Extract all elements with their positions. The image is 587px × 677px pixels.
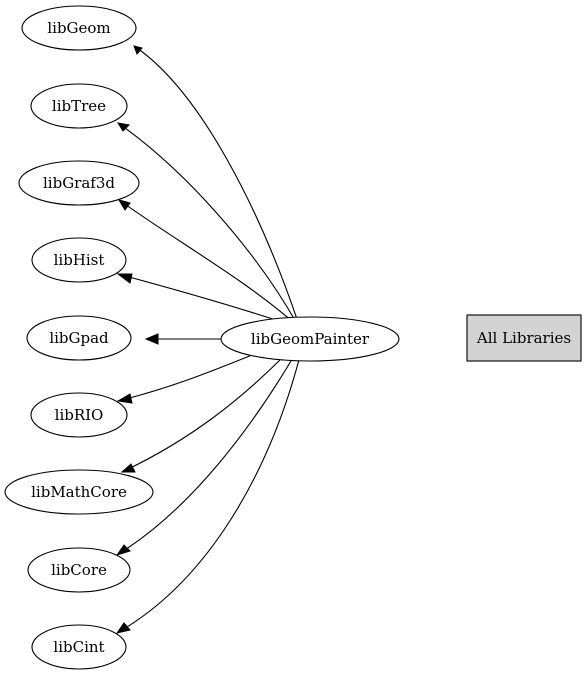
node-libGeom-label: libGeom: [47, 19, 110, 37]
edge-libTree-arrow: [116, 122, 131, 132]
node-libRIO-ellipse: [30, 392, 128, 438]
edge-libCore: [116, 355, 295, 556]
node-libCint[interactable]: libCint: [31, 624, 127, 670]
edge-libGraf3d: [118, 199, 294, 323]
edge-libRIO: [117, 354, 253, 402]
edge-libCint-arrow: [115, 622, 131, 634]
node-libMathCore-ellipse: [4, 469, 154, 515]
node-libHist-ellipse: [31, 237, 127, 283]
edge-libGpad-arrow: [144, 333, 159, 345]
node-libTree-ellipse: [30, 83, 128, 129]
node-libGeom[interactable]: libGeom: [21, 5, 137, 51]
node-libGpad[interactable]: libGpad: [26, 315, 132, 361]
node-libRIO[interactable]: libRIO: [30, 392, 128, 438]
edge-libCint: [116, 355, 301, 634]
node-libMathCore[interactable]: libMathCore: [4, 469, 154, 515]
node-libHist[interactable]: libHist: [31, 237, 127, 283]
all-libraries-label: All Libraries: [476, 329, 571, 347]
node-libGraf3d-label: libGraf3d: [43, 174, 115, 192]
edge-libGeom: [133, 45, 299, 323]
edge-libMathCore-arrow: [120, 463, 136, 473]
edge-libCore-arrow: [115, 544, 131, 556]
edge-libGraf3d-arrow: [117, 199, 131, 211]
node-libMathCore-label: libMathCore: [31, 483, 127, 501]
node-libCint-label: libCint: [53, 638, 104, 656]
node-libGeomPainter-ellipse: [220, 316, 400, 362]
node-libGraf3d[interactable]: libGraf3d: [18, 160, 140, 206]
edge-libGeom-arrow: [133, 45, 143, 55]
node-libCore-ellipse: [27, 547, 131, 593]
all-libraries-link[interactable]: All Libraries: [466, 314, 582, 362]
node-libTree[interactable]: libTree: [30, 83, 128, 129]
node-libGpad-label: libGpad: [49, 329, 109, 347]
node-libGeomPainter[interactable]: libGeomPainter: [220, 316, 400, 362]
edge-libTree: [117, 122, 297, 323]
node-libGeom-ellipse: [21, 5, 137, 51]
all-libraries-box: [466, 314, 582, 362]
node-libGeomPainter-label: libGeomPainter: [251, 330, 370, 348]
node-libGpad-ellipse: [26, 315, 132, 361]
node-libCore[interactable]: libCore: [27, 547, 131, 593]
node-libCore-label: libCore: [51, 561, 107, 579]
edge-libMathCore: [121, 355, 285, 473]
edge-libHist-arrow: [116, 273, 133, 284]
node-libTree-label: libTree: [52, 97, 106, 115]
node-libRIO-label: libRIO: [55, 406, 104, 424]
node-libHist-label: libHist: [54, 251, 105, 269]
node-libGraf3d-ellipse: [18, 160, 140, 206]
node-libCint-ellipse: [31, 624, 127, 670]
edges: [115, 45, 301, 634]
edge-libRIO-arrow: [116, 393, 133, 404]
edge-libHist: [117, 273, 283, 323]
